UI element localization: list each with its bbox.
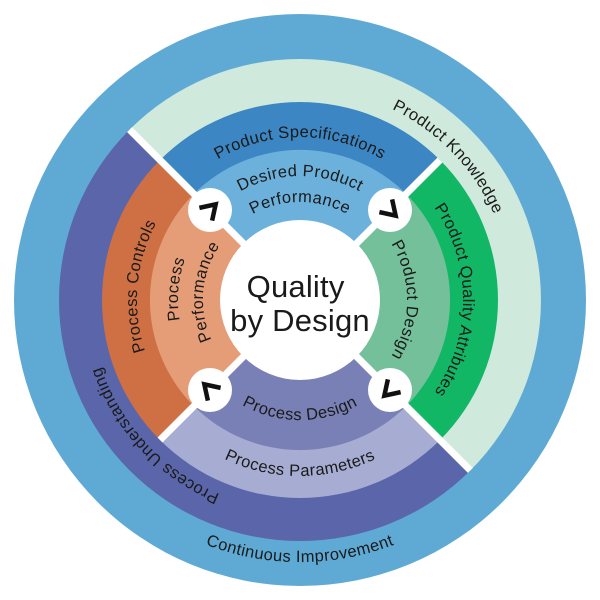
arrow-badge-top-right [368, 188, 412, 232]
chevron-up-left-icon [201, 381, 222, 402]
arrow-circle [368, 368, 412, 412]
arrow-circle [188, 368, 232, 412]
center-title: Quality by Design [230, 269, 370, 338]
center-circle [220, 220, 380, 380]
chevron-down-right-icon [378, 198, 399, 219]
arrow-circle [188, 188, 232, 232]
divider-top-left [127, 127, 249, 249]
arrow-circle [368, 188, 412, 232]
arrow-badge-bottom-left [188, 368, 232, 412]
chevron-up-right-icon [198, 201, 219, 222]
arrow-badge-bottom-right [368, 368, 412, 412]
center-title-line1: Quality [247, 269, 345, 304]
divider-bottom-right [351, 351, 473, 473]
flow-arrows [188, 188, 412, 412]
chevron-down-left-icon [381, 378, 402, 399]
arrow-badge-top-left [188, 188, 232, 232]
center-title-line2: by Design [230, 303, 370, 338]
